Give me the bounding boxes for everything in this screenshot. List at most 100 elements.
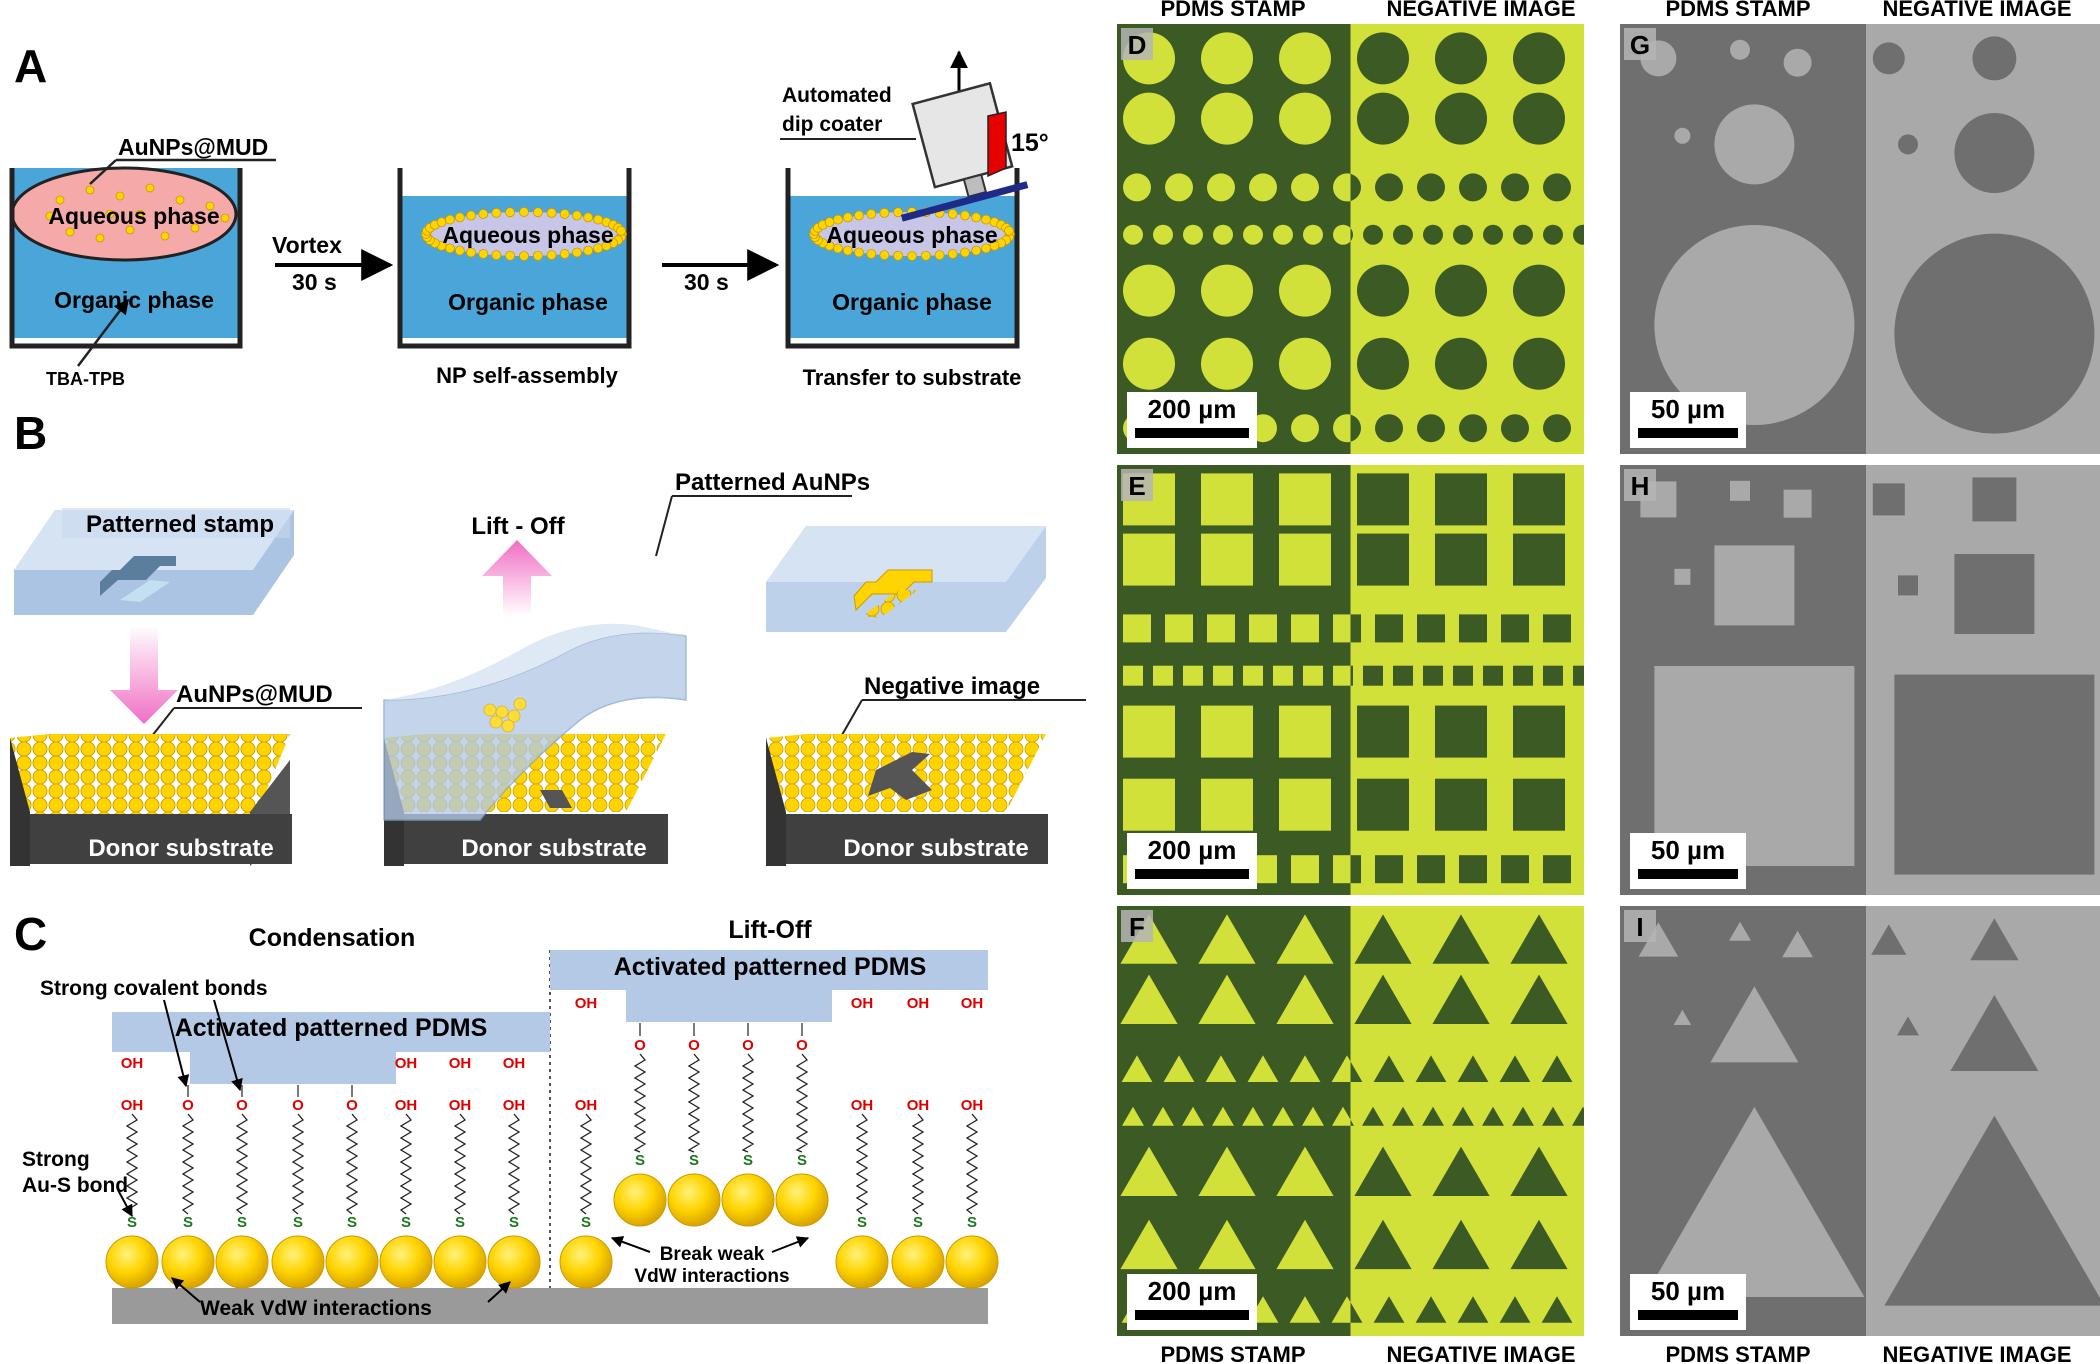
pdms-block-left: [112, 1012, 550, 1084]
patterned-aunps-label: Patterned AuNPs: [675, 469, 870, 496]
svg-text:O: O: [796, 1037, 808, 1054]
micrograph-letter-e: E: [1128, 471, 1145, 501]
svg-text:S: S: [913, 1214, 923, 1231]
nanoparticles-dispersed: [45, 183, 230, 243]
gold-nanoparticle: [161, 1235, 215, 1289]
aunps-mud-label-a: AuNPs@MUD: [118, 134, 268, 160]
micrographs: PDMS STAMP NEGATIVE IMAGE PDMS STAMP NEG…: [1117, 0, 2100, 1364]
beaker-1: Aqueous phase Organic phase: [9, 166, 243, 349]
beaker-1-organic-label: Organic phase: [54, 287, 214, 313]
scale-bar-label: 50 µm: [1651, 835, 1725, 865]
panel-b-letter: B: [14, 407, 47, 459]
svg-text:OH: OH: [961, 995, 984, 1012]
micrograph-letter-i: I: [1636, 912, 1643, 942]
aunps-mud-label-b: AuNPs@MUD: [176, 681, 333, 708]
svg-text:S: S: [401, 1214, 411, 1231]
gold-nanoparticle: [215, 1235, 269, 1289]
angle-label: 15°: [1011, 129, 1049, 157]
scale-bar-box: [1630, 1274, 1746, 1330]
pdms-label-left: Activated patterned PDMS: [175, 1014, 488, 1042]
svg-text:S: S: [857, 1214, 867, 1231]
svg-text:OH: OH: [449, 1097, 472, 1114]
scale-bar-box: [1630, 833, 1746, 889]
micrograph-panel-g: G50 µm: [1620, 24, 2100, 454]
scale-bar-line: [1638, 1310, 1738, 1320]
scale-bar-line: [1135, 1310, 1249, 1320]
gold-nanoparticle: [835, 1235, 889, 1289]
svg-text:OH: OH: [449, 1055, 472, 1072]
gold-nanoparticle: [559, 1235, 613, 1289]
svg-text:O: O: [346, 1097, 358, 1114]
svg-text:O: O: [634, 1037, 646, 1054]
gold-nanoparticle: [433, 1235, 487, 1289]
micrograph-panel-d: D 200 µm: [1117, 24, 1584, 454]
svg-text:O: O: [742, 1037, 754, 1054]
svg-text:S: S: [581, 1214, 591, 1231]
svg-text:S: S: [183, 1214, 193, 1231]
caption-self-assembly: NP self-assembly: [436, 363, 619, 388]
micrograph-letter-h: H: [1631, 471, 1650, 501]
lift-off-label-c: Lift-Off: [728, 916, 812, 944]
gold-nanoparticle-lifted: [721, 1173, 775, 1227]
svg-text:S: S: [293, 1214, 303, 1231]
svg-text:OH: OH: [961, 1097, 984, 1114]
svg-text:OH: OH: [907, 1097, 930, 1114]
donor-substrate-1: Donor substrate: [10, 734, 292, 866]
beaker-3: Aqueous phase Organic phase: [785, 168, 1020, 349]
svg-text:S: S: [689, 1152, 699, 1169]
micrograph-panel-h: H 50 µm: [1620, 465, 2100, 895]
svg-text:OH: OH: [851, 995, 874, 1012]
svg-text:O: O: [236, 1097, 248, 1114]
dip-coater-label-line1: Automated: [782, 84, 892, 107]
panel-a-letter: A: [14, 40, 47, 92]
panel-a: A Aqueous phase Organic phase AuNPs@MUD …: [9, 40, 1049, 390]
svg-text:OH: OH: [575, 1097, 598, 1114]
header-stamp-right-top: PDMS STAMP: [1665, 0, 1810, 21]
scale-bar-box: [1127, 833, 1257, 889]
svg-text:OH: OH: [121, 1097, 144, 1114]
scale-bar-line: [1638, 869, 1738, 879]
au-s-bond-label-line2: Au-S bond: [22, 1174, 128, 1197]
covalent-bonds-label: Strong covalent bonds: [40, 977, 268, 1000]
panel-b: B Patterned stamp AuNPs@MUD Donor substr…: [10, 407, 1086, 866]
beaker-1-aqueous-label: Aqueous phase: [48, 203, 219, 229]
stamp-step-1: Patterned stamp: [14, 508, 294, 615]
beaker-2-organic-label: Organic phase: [448, 289, 608, 315]
svg-text:S: S: [743, 1152, 753, 1169]
condensation-label: Condensation: [249, 924, 416, 952]
svg-text:OH: OH: [907, 995, 930, 1012]
header-stamp-left-top: PDMS STAMP: [1160, 0, 1305, 21]
weak-vdw-label: Weak VdW interactions: [200, 1297, 432, 1320]
peeling-stamp: [383, 623, 687, 821]
scale-bar-label: 200 µm: [1148, 835, 1237, 865]
micrograph-letter-d: D: [1128, 30, 1147, 60]
caption-transfer: Transfer to substrate: [803, 365, 1022, 390]
pdms-block-right: [550, 950, 988, 1022]
nanoparticle-interface-ring: [809, 207, 1015, 261]
scale-bar-box: [1127, 392, 1257, 448]
svg-text:OH: OH: [575, 995, 598, 1012]
gold-nanoparticle-lifted: [775, 1173, 829, 1227]
svg-text:O: O: [182, 1097, 194, 1114]
arrow-press-down: [110, 625, 178, 724]
svg-text:O: O: [688, 1037, 700, 1054]
gold-nanoparticle: [945, 1235, 999, 1289]
header-negative-left-top: NEGATIVE IMAGE: [1386, 0, 1575, 21]
gold-substrate-bar: [112, 1288, 988, 1324]
beaker-3-aqueous-label: Aqueous phase: [826, 222, 997, 248]
svg-text:S: S: [797, 1152, 807, 1169]
panel-c: C Condensation Lift-Off Activated patter…: [14, 908, 999, 1324]
patterned-stamp-label: Patterned stamp: [86, 511, 274, 538]
scale-bar-label: 50 µm: [1651, 394, 1725, 424]
vortex-time-label: 30 s: [292, 269, 337, 295]
svg-text:S: S: [635, 1152, 645, 1169]
micrograph-letter-f: F: [1129, 912, 1145, 942]
dip-coater: 15° Automated dip coater: [780, 50, 1049, 222]
scale-bar-label: 200 µm: [1148, 394, 1237, 424]
nanoparticle-interface-ring: [421, 207, 627, 261]
donor-substrate-label-3: Donor substrate: [843, 835, 1028, 862]
beaker-2-aqueous-label: Aqueous phase: [442, 222, 613, 248]
gold-nanoparticle: [325, 1235, 379, 1289]
